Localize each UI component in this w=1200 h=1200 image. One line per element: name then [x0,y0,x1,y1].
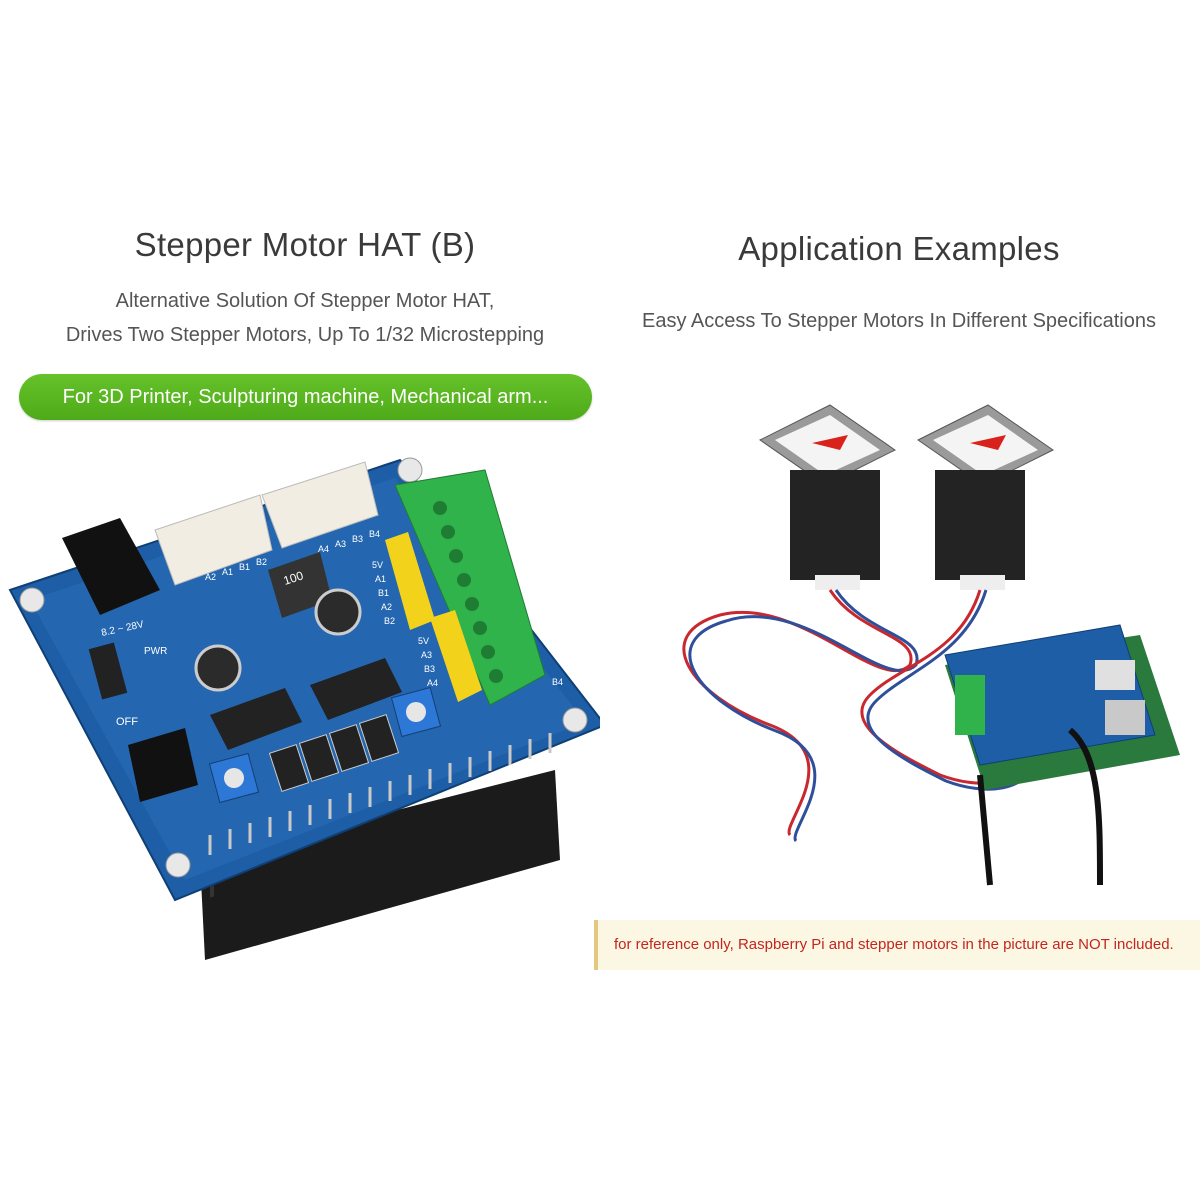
svg-text:5V: 5V [418,636,429,646]
capacitor-1 [194,644,242,692]
product-title: Stepper Motor HAT (B) [134,226,476,263]
svg-text:A3: A3 [335,539,346,549]
inductor [268,552,332,618]
svg-text:B4: B4 [552,677,563,687]
svg-text:5V: 5V [372,560,383,570]
svg-text:B3: B3 [424,664,435,674]
jumper-headers-1 [385,532,435,630]
power-cable-1 [977,774,993,886]
off-label: OFF [116,716,138,728]
stepper-motor-1 [759,404,896,590]
application-example-image [682,404,1180,886]
svg-text:B1: B1 [239,562,250,572]
product-subtitle-line1: Alternative Solution Of Stepper Motor HA… [115,290,495,312]
motor-connector-a [154,494,273,586]
svg-text:A1: A1 [375,574,386,584]
svg-text:A4: A4 [427,678,438,688]
svg-text:A1: A1 [222,567,233,577]
svg-text:B2: B2 [256,557,267,567]
mounted-terminal-block [955,675,985,735]
svg-text:B4: B4 [369,529,380,539]
shunt-resistors [268,714,400,792]
dc-jack [62,518,160,615]
motor-connector-b [261,461,379,549]
cap-label: 100 [282,568,306,588]
power-cable-2 [1067,727,1103,886]
disclaimer-note: for reference only, Raspberry Pi and ste… [594,920,1200,970]
stepper-motor-2 [917,404,1054,590]
gpio-pins [208,733,552,855]
svg-text:A4: A4 [318,544,329,554]
svg-text:B3: B3 [352,534,363,544]
driver-chip-2 [310,658,402,720]
gpio-header-base [200,770,560,960]
svg-text:A2: A2 [205,572,216,582]
product-subtitle: Alternative Solution Of Stepper Motor HA… [5,284,605,352]
application-title: Application Examples [738,230,1060,267]
product-subtitle-line2: Drives Two Stepper Motors, Up To 1/32 Mi… [65,324,545,346]
product-panel: Stepper Motor HAT (B) Alternative Soluti… [8,226,600,960]
capacitor-2 [314,588,362,636]
use-case-badge: For 3D Printer, Sculpturing machine, Mec… [19,374,592,420]
svg-text:A3: A3 [421,650,432,660]
svg-text:B1: B1 [378,588,389,598]
jumper-headers-2 [430,610,482,702]
pin-labels-left: A2 A1 B1 B2 [205,557,267,582]
terminal-labels: 5V A1 B1 A2 B2 5V A3 B3 A4 B4 [372,560,563,688]
svg-text:B2: B2 [384,616,395,626]
driver-chip-1 [210,688,302,750]
pwr-label: PWR [144,646,167,657]
application-subtitle: Easy Access To Stepper Motors In Differe… [642,310,1156,332]
svg-text:A2: A2 [381,602,392,612]
stepper-motor-hat-board-image: 8.2 ~ 28V PWR OFF 100 A2 A1 B1 B2 A4 A3 … [8,457,600,960]
usb-ports [1095,660,1135,690]
pin-labels-right: A4 A3 B3 B4 [318,529,380,554]
dip-switch [128,728,198,802]
application-panel: Application Examples Easy Access To Step… [600,0,1200,1200]
